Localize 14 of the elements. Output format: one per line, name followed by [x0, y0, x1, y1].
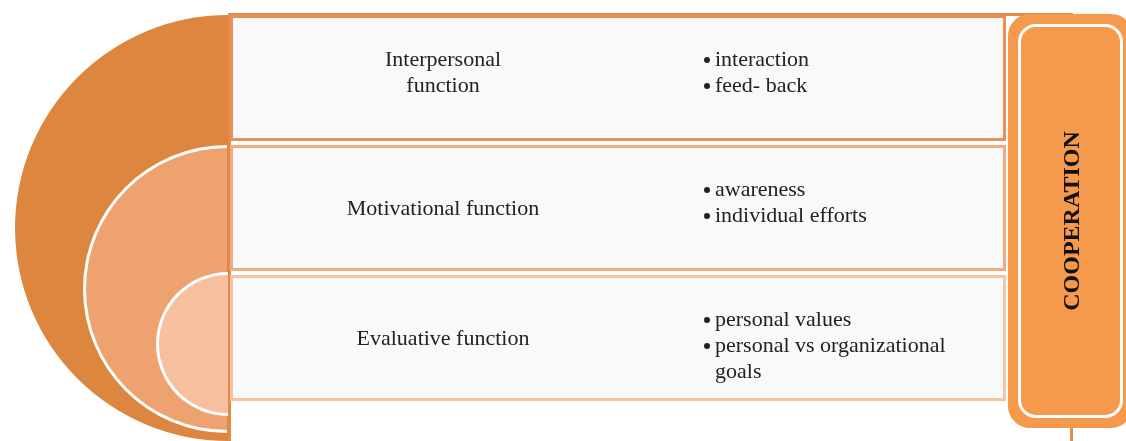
bullet-item: personal vs organizational goals: [715, 332, 946, 383]
bullet-item: awareness: [715, 176, 806, 201]
function-band: [230, 145, 1006, 271]
function-title: Evaluative function: [355, 325, 531, 351]
vertical-label-box: [1008, 14, 1126, 428]
bullet-item: personal values: [715, 306, 852, 331]
bullet-item: individual efforts: [715, 202, 867, 227]
vertical-label: COOPERATION: [1057, 131, 1084, 311]
function-title: Interpersonal function: [383, 46, 503, 98]
function-title: Motivational function: [345, 195, 541, 221]
function-band: [230, 15, 1006, 141]
function-band: [230, 275, 1006, 401]
bullet-item: feed- back: [715, 72, 808, 97]
bullet-item: interaction: [715, 46, 810, 71]
